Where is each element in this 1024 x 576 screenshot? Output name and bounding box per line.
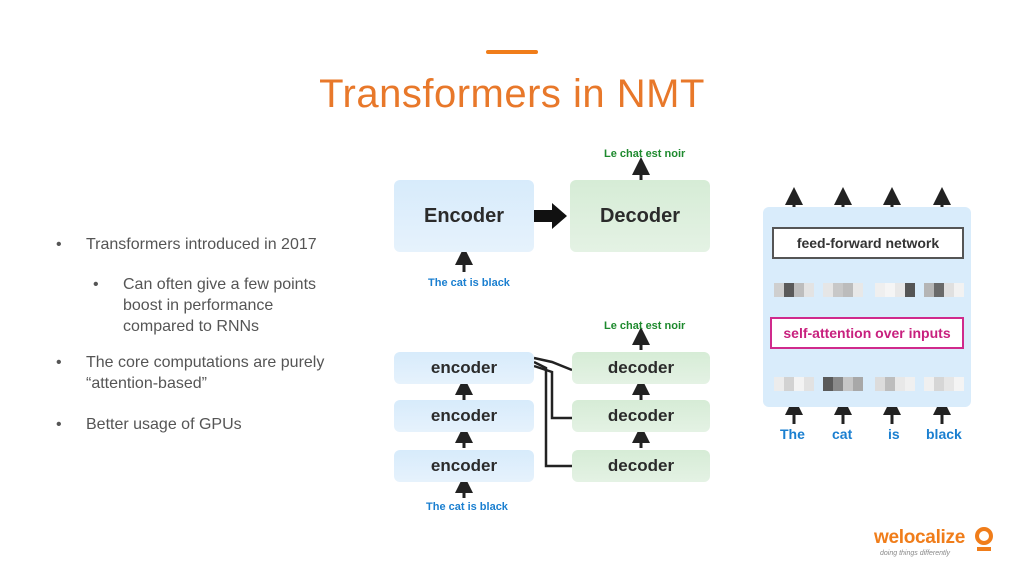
input-word: black bbox=[926, 426, 962, 442]
encoder-layer-3: encoder bbox=[394, 352, 534, 384]
encoder-decoder-connectors bbox=[533, 356, 573, 468]
decoder-layer-2: decoder bbox=[572, 400, 710, 432]
bullet-3: • The core computations are purely “atte… bbox=[56, 352, 376, 396]
decoder-box: Decoder bbox=[570, 180, 710, 252]
encoder-layer-2: encoder bbox=[394, 400, 534, 432]
bullet-marker: • bbox=[56, 416, 62, 433]
slide-title: Transformers in NMT bbox=[319, 72, 705, 116]
bullet-text: The core computations are purely “attent… bbox=[86, 354, 325, 392]
input-word: The bbox=[780, 426, 805, 442]
logo-tagline: doing things differently bbox=[880, 550, 951, 557]
bullet-text: Transformers introduced in 2017 bbox=[86, 236, 317, 253]
attention-output-vectors bbox=[774, 283, 964, 297]
bullet-marker: • bbox=[56, 354, 62, 371]
decoder-layer-3: decoder bbox=[572, 352, 710, 384]
logo-wordmark: welocalize bbox=[874, 527, 965, 548]
encoder-to-decoder-arrow bbox=[534, 203, 567, 229]
bullet-text: Can often give a few points boost in per… bbox=[123, 276, 317, 335]
encoder-layer-1: encoder bbox=[394, 450, 534, 482]
top-input-text: The cat is black bbox=[428, 277, 510, 289]
stack-output-text: Le chat est noir bbox=[604, 320, 686, 332]
input-word: is bbox=[888, 426, 900, 442]
bullet-2: • Can often give a few points boost in p… bbox=[93, 274, 353, 340]
stack-input-text: The cat is black bbox=[426, 501, 508, 513]
bullet-1: • Transformers introduced in 2017 bbox=[56, 234, 376, 256]
logo-mark-icon bbox=[975, 527, 993, 551]
bullet-text: Better usage of GPUs bbox=[86, 416, 242, 433]
bullet-marker: • bbox=[93, 276, 99, 293]
top-output-text: Le chat est noir bbox=[604, 148, 686, 160]
feed-forward-box: feed-forward network bbox=[772, 227, 964, 259]
encoder-box: Encoder bbox=[394, 180, 534, 252]
bullet-marker: • bbox=[56, 236, 62, 253]
self-attention-box: self-attention over inputs bbox=[770, 317, 964, 349]
title-accent-bar bbox=[486, 50, 538, 54]
input-word: cat bbox=[832, 426, 853, 442]
input-embedding-vectors bbox=[774, 377, 964, 391]
bullet-4: • Better usage of GPUs bbox=[56, 414, 376, 436]
decoder-layer-1: decoder bbox=[572, 450, 710, 482]
company-logo: welocalize doing things differently bbox=[874, 527, 994, 563]
